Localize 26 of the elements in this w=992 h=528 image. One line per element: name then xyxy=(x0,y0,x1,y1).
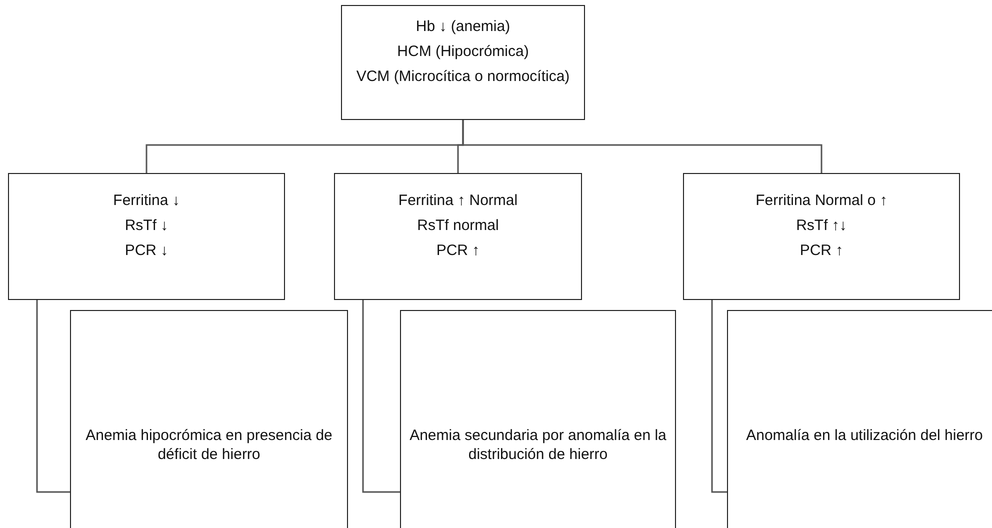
process-box xyxy=(341,5,585,120)
process-box xyxy=(334,173,582,300)
box-text: PCR ↑ xyxy=(800,241,844,260)
process-box xyxy=(70,310,348,528)
box-text: HCM (Hipocrómica) xyxy=(397,42,529,61)
connector-line xyxy=(362,300,400,493)
box-text: Hb ↓ (anemia) xyxy=(416,17,510,36)
box-text: VCM (Microcítica o normocítica) xyxy=(356,67,570,86)
box-text: Anomalía en la utilización del hierro xyxy=(746,426,983,445)
box-text: PCR ↓ xyxy=(124,241,168,260)
process-box xyxy=(400,310,676,528)
box-text: Anemia hipocrómica en presencia de déficit de hierro xyxy=(84,426,334,464)
box-text: RsTf ↓ xyxy=(124,216,168,235)
box-text: Ferritina Normal o ↑ xyxy=(756,191,888,210)
box-text: PCR ↑ xyxy=(436,241,480,260)
box-text: Ferritina ↑ Normal xyxy=(398,191,518,210)
box-text: Anemia secundaria por anomalía en la distribución de hierro xyxy=(409,426,667,464)
box-text: RsTf ↑↓ xyxy=(796,216,847,235)
box-text: Ferritina ↓ xyxy=(113,191,180,210)
process-box xyxy=(8,173,285,300)
box-text: RsTf normal xyxy=(417,216,499,235)
connector-line xyxy=(462,120,822,173)
process-box xyxy=(727,310,992,528)
connector-line xyxy=(36,300,70,493)
connector-line xyxy=(711,300,727,493)
process-box xyxy=(683,173,960,300)
